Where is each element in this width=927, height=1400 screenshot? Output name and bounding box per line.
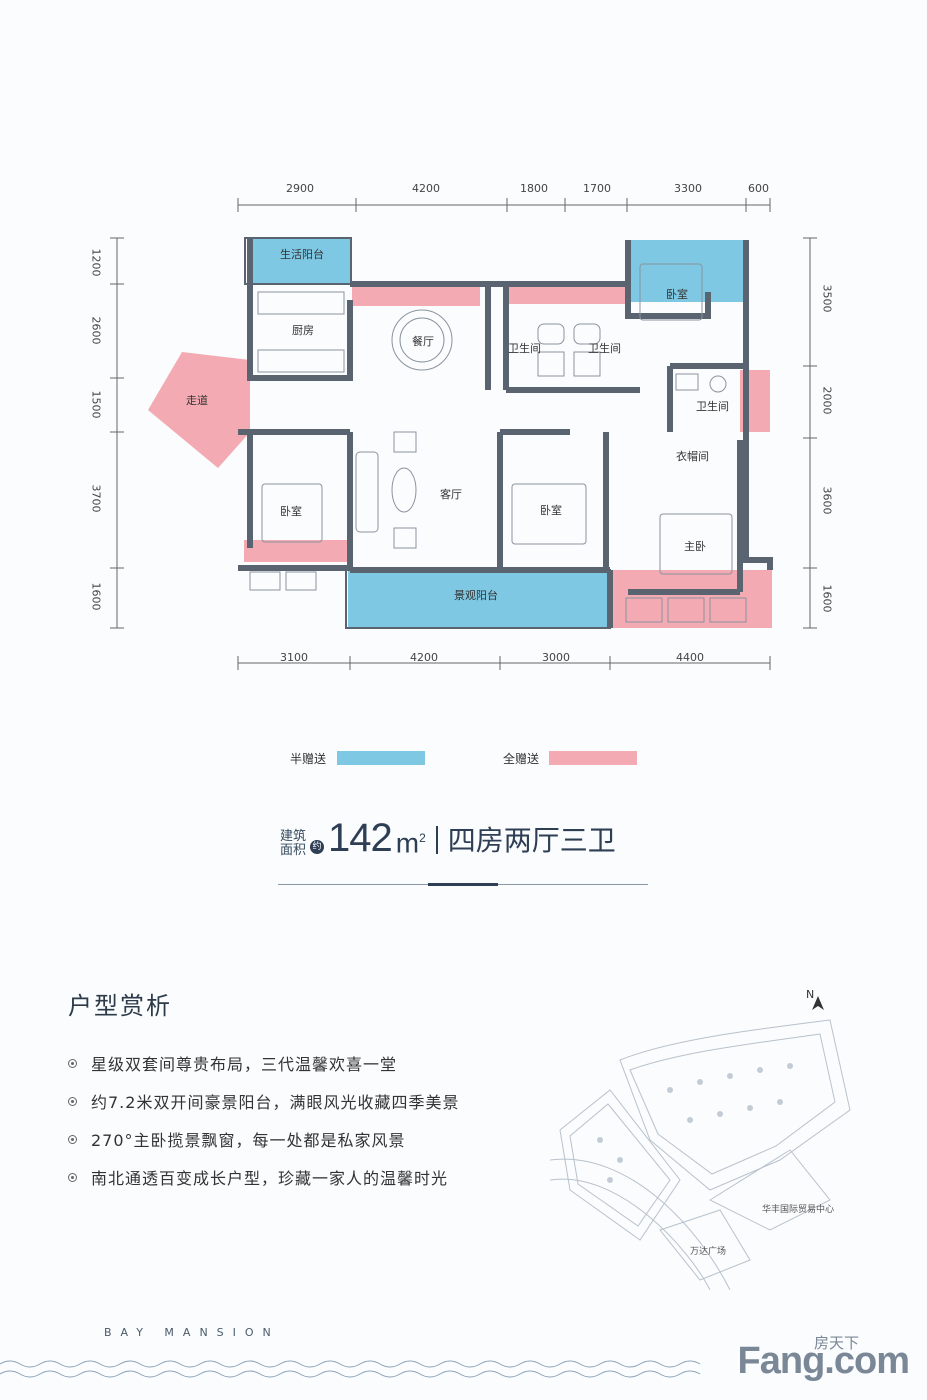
dining-strip-fill <box>352 284 480 306</box>
bath-strip-fill <box>506 284 626 304</box>
room-bedroom-w: 卧室 <box>280 504 302 518</box>
dim-top-2: 4200 <box>412 182 440 195</box>
area-unit-sup: 2 <box>419 830 426 845</box>
map-label-center: 华丰国际贸易中心 <box>762 1205 835 1215</box>
feature-item: 约7.2米双开间豪景阳台，满眼风光收藏四季美景 <box>68 1082 459 1120</box>
room-corridor: 走道 <box>186 393 208 407</box>
dim-top-1: 2900 <box>286 182 314 195</box>
room-service-balcony: 生活阳台 <box>280 247 324 261</box>
feature-list: 星级双套间尊贵布局，三代温馨欢喜一堂 约7.2米双开间豪景阳台，满眼风光收藏四季… <box>68 1044 459 1196</box>
area-layout-type: 四房两厅三卫 <box>447 824 616 857</box>
feature-item: 南北通透百变成长户型，珍藏一家人的温馨时光 <box>68 1158 459 1196</box>
room-living: 客厅 <box>440 487 462 501</box>
legend-half-label: 半赠送 <box>290 752 327 766</box>
feature-item: 星级双套间尊贵布局，三代温馨欢喜一堂 <box>68 1044 459 1082</box>
area-label-line2: 面积 <box>280 843 307 858</box>
dim-bottom-2: 4200 <box>410 651 438 664</box>
room-closet: 衣帽间 <box>676 449 709 463</box>
room-kitchen: 厨房 <box>292 324 314 337</box>
dim-right-4: 1600 <box>820 584 834 613</box>
legend-full-swatch <box>549 751 637 765</box>
master-bay-fill <box>612 570 772 628</box>
dim-bottom-4: 4400 <box>676 651 704 664</box>
dim-left-5: 1600 <box>89 582 103 611</box>
bedroom-w-strip-fill <box>244 540 348 562</box>
dim-bottom-3: 3000 <box>542 651 570 664</box>
bullet-icon <box>68 1058 77 1068</box>
map-label-plaza: 万达广场 <box>690 1247 727 1257</box>
dim-left-2: 2600 <box>89 316 103 345</box>
legend-full-label: 全赠送 <box>503 752 540 766</box>
area-unit: m <box>395 827 420 858</box>
bedroom-ne-balcony-fill <box>628 240 746 302</box>
area-number: 142 <box>328 816 393 860</box>
dim-bottom-1: 3100 <box>280 651 308 664</box>
area-separator <box>435 826 438 854</box>
area-label-line1: 建筑 <box>280 829 307 844</box>
area-rule-accent <box>428 883 498 886</box>
brand-text: BAY MANSION <box>104 1326 280 1339</box>
corridor-fill <box>148 352 250 468</box>
bullet-icon <box>68 1134 77 1144</box>
dimension-lines <box>110 198 817 670</box>
dim-left-4: 3700 <box>89 484 103 513</box>
feature-item: 270°主卧揽景飘窗，每一处都是私家风景 <box>68 1120 459 1158</box>
site-map <box>550 996 851 1290</box>
room-dining: 餐厅 <box>412 334 434 348</box>
room-bedroom-c: 卧室 <box>540 503 562 517</box>
watermark-logo: Fang.com <box>737 1340 910 1382</box>
watermark-cn: 房天下 <box>813 1334 859 1352</box>
view-balcony-fill <box>348 570 610 628</box>
legend-half-swatch <box>337 751 425 765</box>
north-label: N <box>806 988 815 1001</box>
dim-left-3: 1500 <box>89 390 103 419</box>
section-title: 户型赏析 <box>68 992 172 1020</box>
room-bath-2: 卫生间 <box>588 341 621 355</box>
dim-right-1: 3500 <box>820 284 834 313</box>
approx-badge: 约 <box>310 840 324 854</box>
wave-decoration <box>0 1360 701 1378</box>
furniture <box>249 263 747 623</box>
room-bath-1: 卫生间 <box>508 341 541 355</box>
floor-plan: 生活阳台 厨房 餐厅 卫生间 卫生间 卧室 卫生间 走道 衣帽间 卧室 客厅 卧… <box>110 198 817 670</box>
dim-right-3: 3600 <box>820 486 834 515</box>
bullet-icon <box>68 1172 77 1182</box>
room-bedroom-ne: 卧室 <box>666 287 688 301</box>
dim-top-4: 1700 <box>583 182 611 195</box>
dim-top-3: 1800 <box>520 182 548 195</box>
dim-top-6: 600 <box>748 182 769 195</box>
area-heading: 建筑 面积 约 142 m2 四房两厅三卫 <box>280 818 616 858</box>
dim-right-2: 2000 <box>820 386 834 415</box>
dim-top-5: 3300 <box>674 182 702 195</box>
room-view-balcony: 景观阳台 <box>454 588 498 602</box>
north-arrow-icon <box>812 996 824 1010</box>
service-balcony-fill <box>250 238 352 284</box>
dim-left-1: 1200 <box>89 248 103 277</box>
room-bath-3: 卫生间 <box>696 399 729 413</box>
room-master: 主卧 <box>684 540 706 553</box>
bullet-icon <box>68 1096 77 1106</box>
